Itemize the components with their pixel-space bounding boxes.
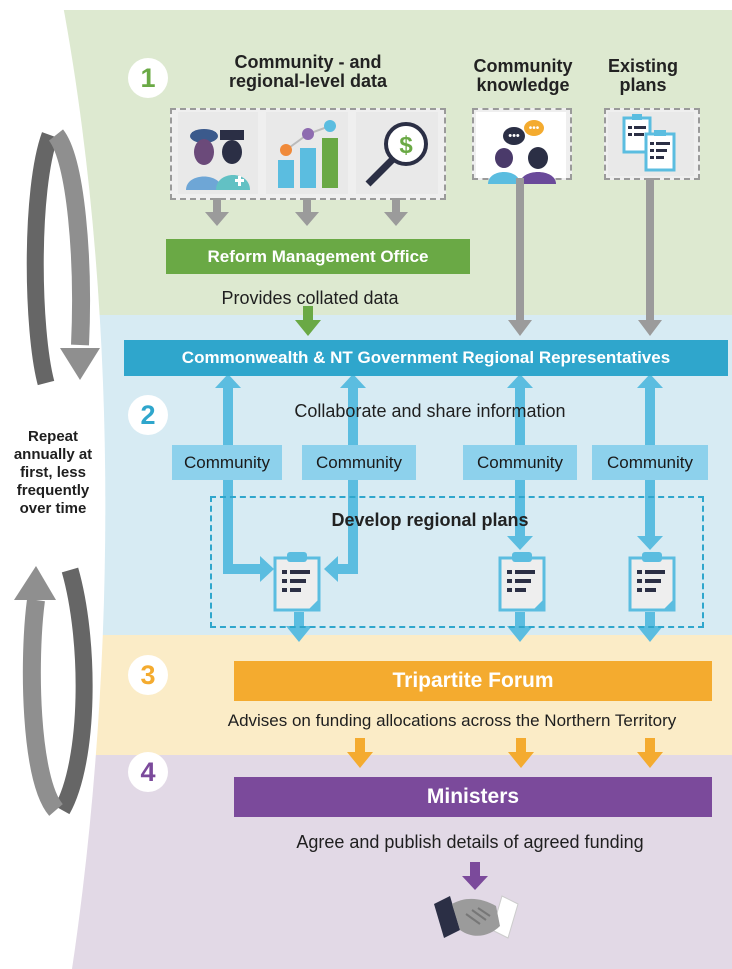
ministers-box: Ministers xyxy=(234,777,712,817)
clipboard-plans-icon xyxy=(608,112,694,176)
community-box-2: Community xyxy=(302,445,416,480)
reform-office-box: Reform Management Office xyxy=(166,239,470,274)
develop-text: Develop regional plans xyxy=(331,510,529,530)
regional-plan-icon xyxy=(273,552,321,612)
svg-text:•••: ••• xyxy=(529,123,540,134)
community-box-1: Community xyxy=(172,445,282,480)
provides-text: Provides collated data xyxy=(221,288,399,308)
cycle-arrow-icon xyxy=(14,129,100,816)
step-2-number: 2 xyxy=(128,395,168,435)
tripartite-forum-box: Tripartite Forum xyxy=(234,661,712,701)
agree-text: Agree and publish details of agreed fund… xyxy=(296,832,644,852)
regional-plan-icon xyxy=(498,552,546,612)
bar-chart-icon xyxy=(266,112,348,194)
knowledge-heading: Community knowledge xyxy=(473,56,573,95)
police-and-nurse-icon xyxy=(178,112,258,194)
people-speech-icon: ••• ••• xyxy=(476,112,566,184)
svg-text:•••: ••• xyxy=(508,130,520,142)
magnifier-dollar-icon: $ xyxy=(356,112,438,194)
regional-plans-area xyxy=(210,496,704,628)
data-heading: Community - and regional-level data xyxy=(228,52,388,91)
plans-heading: Existing plans xyxy=(607,56,678,95)
step-3-number: 3 xyxy=(128,655,168,695)
handshake-icon xyxy=(434,895,519,939)
svg-text:$: $ xyxy=(399,132,413,159)
repeat-note: Repeat annually at first, less frequentl… xyxy=(13,428,93,517)
step-1-number: 1 xyxy=(128,58,168,98)
regional-plan-icon xyxy=(628,552,676,612)
advises-text: Advises on funding allocations across th… xyxy=(227,711,677,730)
community-box-3: Community xyxy=(463,445,577,480)
community-box-4: Community xyxy=(592,445,708,480)
step-4-number: 4 xyxy=(128,752,168,792)
regional-reps-box: Commonwealth & NT Government Regional Re… xyxy=(124,340,728,376)
collaborate-text: Collaborate and share information xyxy=(294,401,566,421)
